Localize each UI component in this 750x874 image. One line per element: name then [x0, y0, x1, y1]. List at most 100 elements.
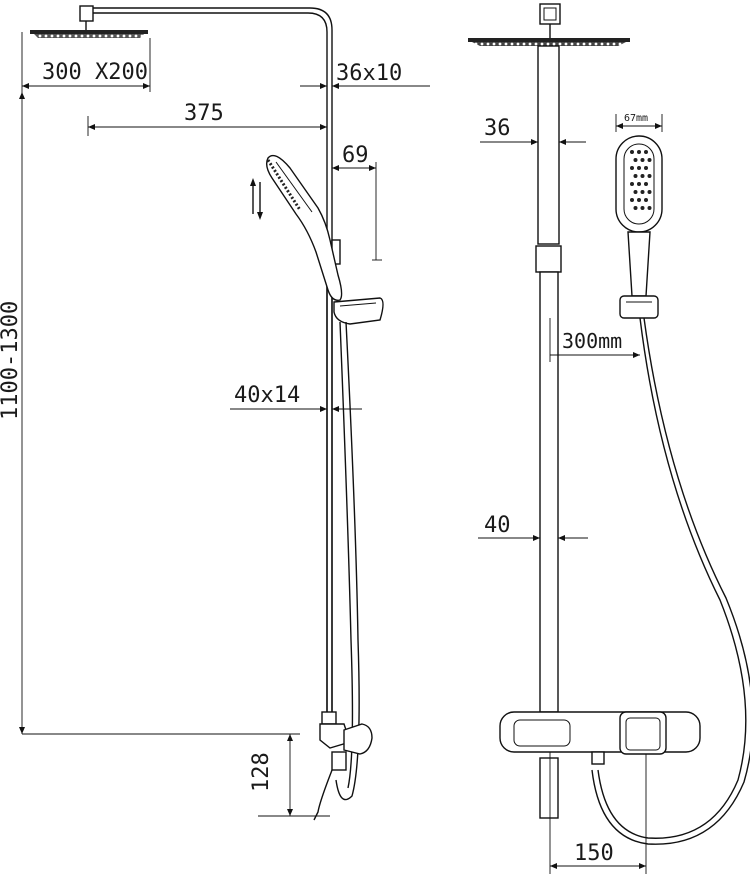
rain-nozzle-dot	[56, 34, 60, 38]
dim-total-height: 1100-1300	[0, 92, 300, 735]
nozzle-dot	[640, 158, 645, 162]
nozzle-dot	[644, 166, 648, 170]
holder-front	[619, 295, 659, 319]
nozzle-dot	[637, 150, 641, 154]
nozzle-dot	[640, 190, 645, 194]
pipe-top-label: 36x10	[336, 61, 402, 86]
rain-nozzle-dot	[498, 42, 502, 46]
dim-pipe-lower: 40x14	[230, 383, 362, 412]
riser-front	[535, 45, 562, 819]
rain-nozzle-dot	[474, 42, 478, 46]
nozzle-dot	[630, 198, 634, 202]
up-down-arrow-icon	[250, 178, 263, 220]
nozzle-dot	[647, 158, 652, 162]
nozzle-dot	[644, 150, 648, 154]
total-height-label: 1100-1300	[0, 301, 23, 420]
rain-nozzle-dot	[62, 34, 66, 38]
rain-nozzle-dot	[606, 42, 610, 46]
rain-nozzle-dot	[140, 34, 144, 38]
nozzle-dot	[633, 174, 638, 178]
rain-nozzle-dot	[122, 34, 126, 38]
nozzle-dot	[647, 174, 652, 178]
side-view: 300 X200 375 36x10 69 40x14 1100-1300	[0, 5, 430, 821]
nozzle-dot	[637, 198, 641, 202]
rain-nozzle-dot	[534, 42, 538, 46]
rain-nozzle-dot	[540, 42, 544, 46]
hand-shower-side	[265, 154, 343, 301]
hose-front	[591, 317, 750, 845]
rain-nozzle-dot	[134, 34, 138, 38]
nozzle-dot	[647, 206, 652, 210]
rain-nozzle-dot	[128, 34, 132, 38]
rain-nozzle-dot	[588, 42, 592, 46]
nozzle-dot	[637, 166, 641, 170]
nozzle-dot	[633, 190, 638, 194]
dim-hand-width: 67mm	[615, 113, 663, 132]
rain-nozzle-dot	[80, 34, 84, 38]
front-pipe-top-label: 36	[484, 116, 511, 141]
dim-front-pipe-top: 36	[480, 116, 586, 145]
nozzle-dot	[633, 206, 638, 210]
rain-nozzle-dot	[552, 42, 556, 46]
rain-nozzle-dot	[612, 42, 616, 46]
pipe-lower-label: 40x14	[234, 383, 300, 408]
valve-body	[499, 711, 701, 765]
rain-nozzle-dot	[618, 42, 622, 46]
nozzle-dot	[633, 158, 638, 162]
rain-nozzle-dot	[38, 34, 42, 38]
rain-nozzle-dot	[546, 42, 550, 46]
dim-arm-reach: 375	[87, 101, 327, 136]
front-view: 36 67mm 300mm 40 150	[32, 3, 750, 874]
rain-nozzle-dot	[522, 42, 526, 46]
rain-nozzle-dot	[68, 34, 72, 38]
outlet-side	[319, 711, 373, 771]
hand-shower-front	[615, 135, 663, 297]
rain-nozzle-dot	[582, 42, 586, 46]
rain-nozzle-dot	[516, 42, 520, 46]
dim-holder-range: 300mm	[549, 318, 640, 362]
nozzle-grid	[32, 34, 652, 210]
rain-nozzle-dot	[492, 42, 496, 46]
hand-width-label: 67mm	[624, 113, 648, 124]
dim-outlet-height: 128	[249, 734, 330, 817]
arm-reach-label: 375	[184, 101, 224, 126]
nozzle-dot	[644, 182, 648, 186]
rain-nozzle-dot	[98, 34, 102, 38]
nozzle-dot	[630, 182, 634, 186]
rain-nozzle-dot	[110, 34, 114, 38]
rain-nozzle-dot	[104, 34, 108, 38]
outlet-height-label: 128	[249, 752, 274, 792]
rain-nozzle-dot	[92, 34, 96, 38]
dim-pipe-top: 36x10	[300, 61, 430, 89]
riser-side	[326, 240, 333, 735]
rain-nozzle-dot	[44, 34, 48, 38]
front-pipe-lower-label: 40	[484, 513, 511, 538]
holder-offset-label: 69	[342, 143, 369, 168]
rain-nozzle-dot	[32, 34, 36, 38]
rain-nozzle-dot	[86, 34, 90, 38]
rain-nozzle-dot	[558, 42, 562, 46]
rain-nozzle-dot	[116, 34, 120, 38]
rain-nozzle-dot	[510, 42, 514, 46]
nozzle-dot	[644, 198, 648, 202]
rain-head-front	[468, 3, 630, 46]
rain-nozzle-dot	[528, 42, 532, 46]
rain-head-side	[30, 5, 148, 38]
rain-nozzle-dot	[570, 42, 574, 46]
dim-head-size: 300 X200	[21, 32, 151, 92]
rain-nozzle-dot	[480, 42, 484, 46]
dim-holder-offset: 69	[332, 143, 382, 261]
rain-nozzle-dot	[74, 34, 78, 38]
head-size-label: 300 X200	[42, 60, 148, 85]
nozzle-dot	[630, 166, 634, 170]
dim-valve-spacing: 150	[549, 752, 647, 874]
nozzle-dot	[640, 174, 645, 178]
rain-nozzle-dot	[50, 34, 54, 38]
rain-nozzle-dot	[504, 42, 508, 46]
holder-range-label: 300mm	[562, 329, 622, 353]
rain-nozzle-dot	[564, 42, 568, 46]
nozzle-dot	[630, 150, 634, 154]
rain-nozzle-dot	[600, 42, 604, 46]
nozzle-dot	[647, 190, 652, 194]
